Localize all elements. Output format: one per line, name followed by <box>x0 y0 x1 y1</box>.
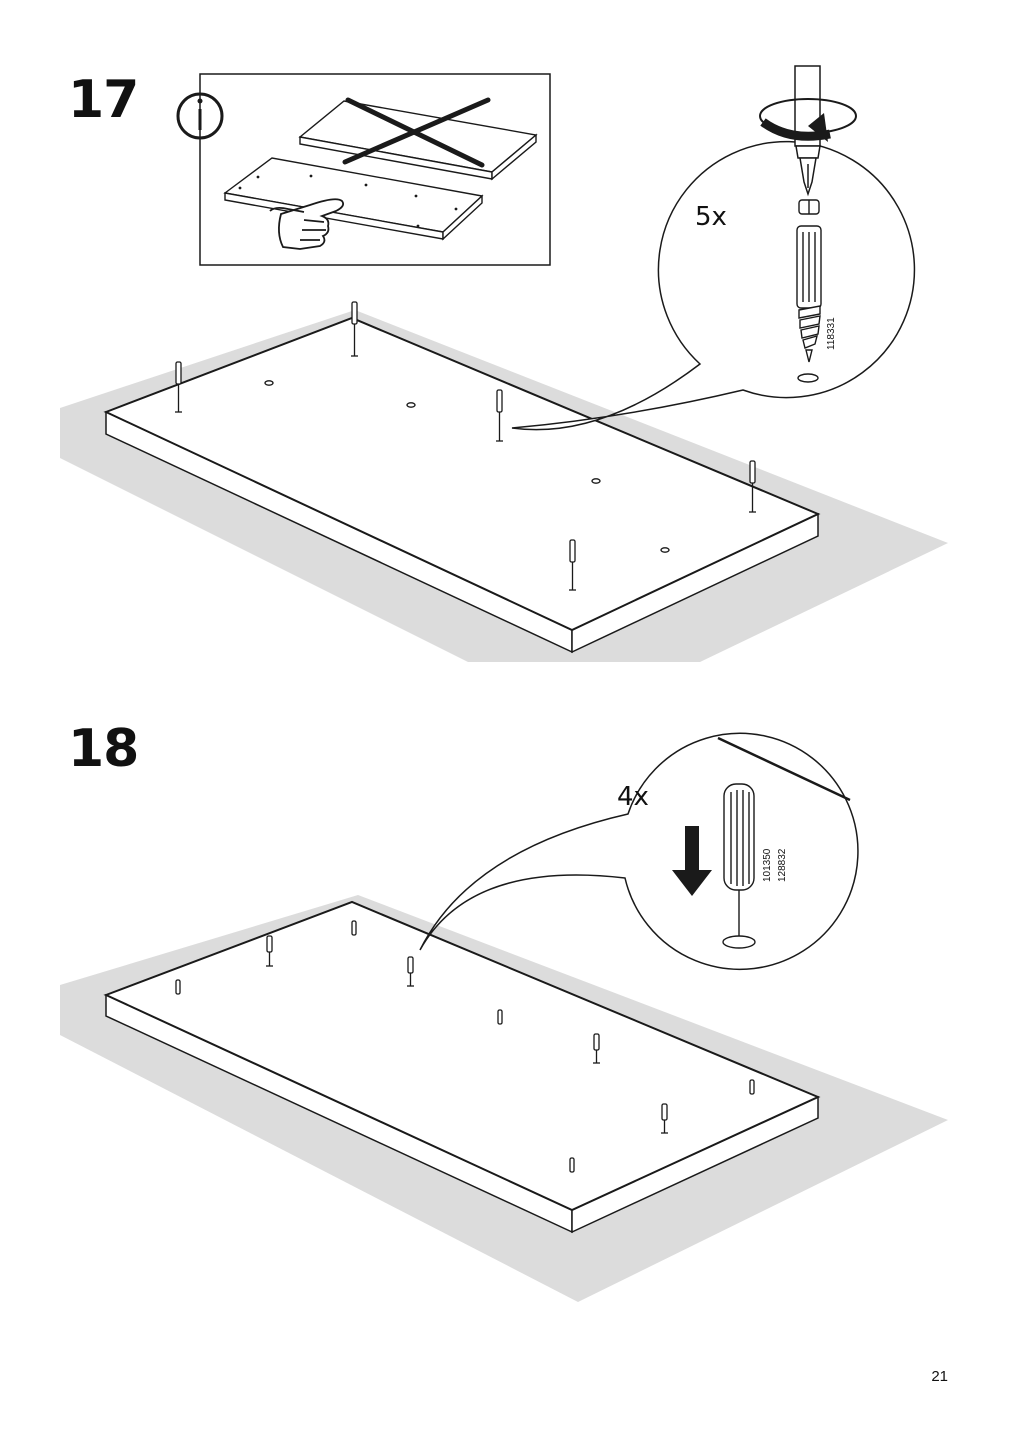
down-arrow-icon <box>672 826 712 896</box>
pointing-hand-icon <box>269 198 345 250</box>
part-number: 128832 <box>777 848 788 882</box>
detail-callout <box>511 140 916 431</box>
panel-holes <box>264 380 670 553</box>
panel-edge-detail <box>717 736 851 802</box>
info-icon <box>176 92 224 140</box>
panel-top <box>103 316 821 632</box>
quantity-label: 4x <box>617 782 649 812</box>
cross-mark <box>342 97 491 168</box>
step-number-18: 18 <box>68 719 139 779</box>
dowel-detail <box>722 783 756 949</box>
step17-scene <box>60 65 948 662</box>
step18-scene <box>60 732 948 1302</box>
cam-screws <box>175 301 756 591</box>
panel-top <box>103 900 821 1212</box>
detail-callout <box>419 732 859 971</box>
correct-panel <box>223 157 484 241</box>
step-number-17: 17 <box>68 70 139 130</box>
page-number: 21 <box>931 1368 948 1385</box>
cam-screw-detail <box>796 199 822 383</box>
part-number: 118331 <box>826 317 837 350</box>
dowels <box>175 920 755 1173</box>
quantity-label: 5x <box>695 202 727 232</box>
part-number: 101350 <box>762 848 773 882</box>
rotate-arrow-icon <box>759 98 857 142</box>
